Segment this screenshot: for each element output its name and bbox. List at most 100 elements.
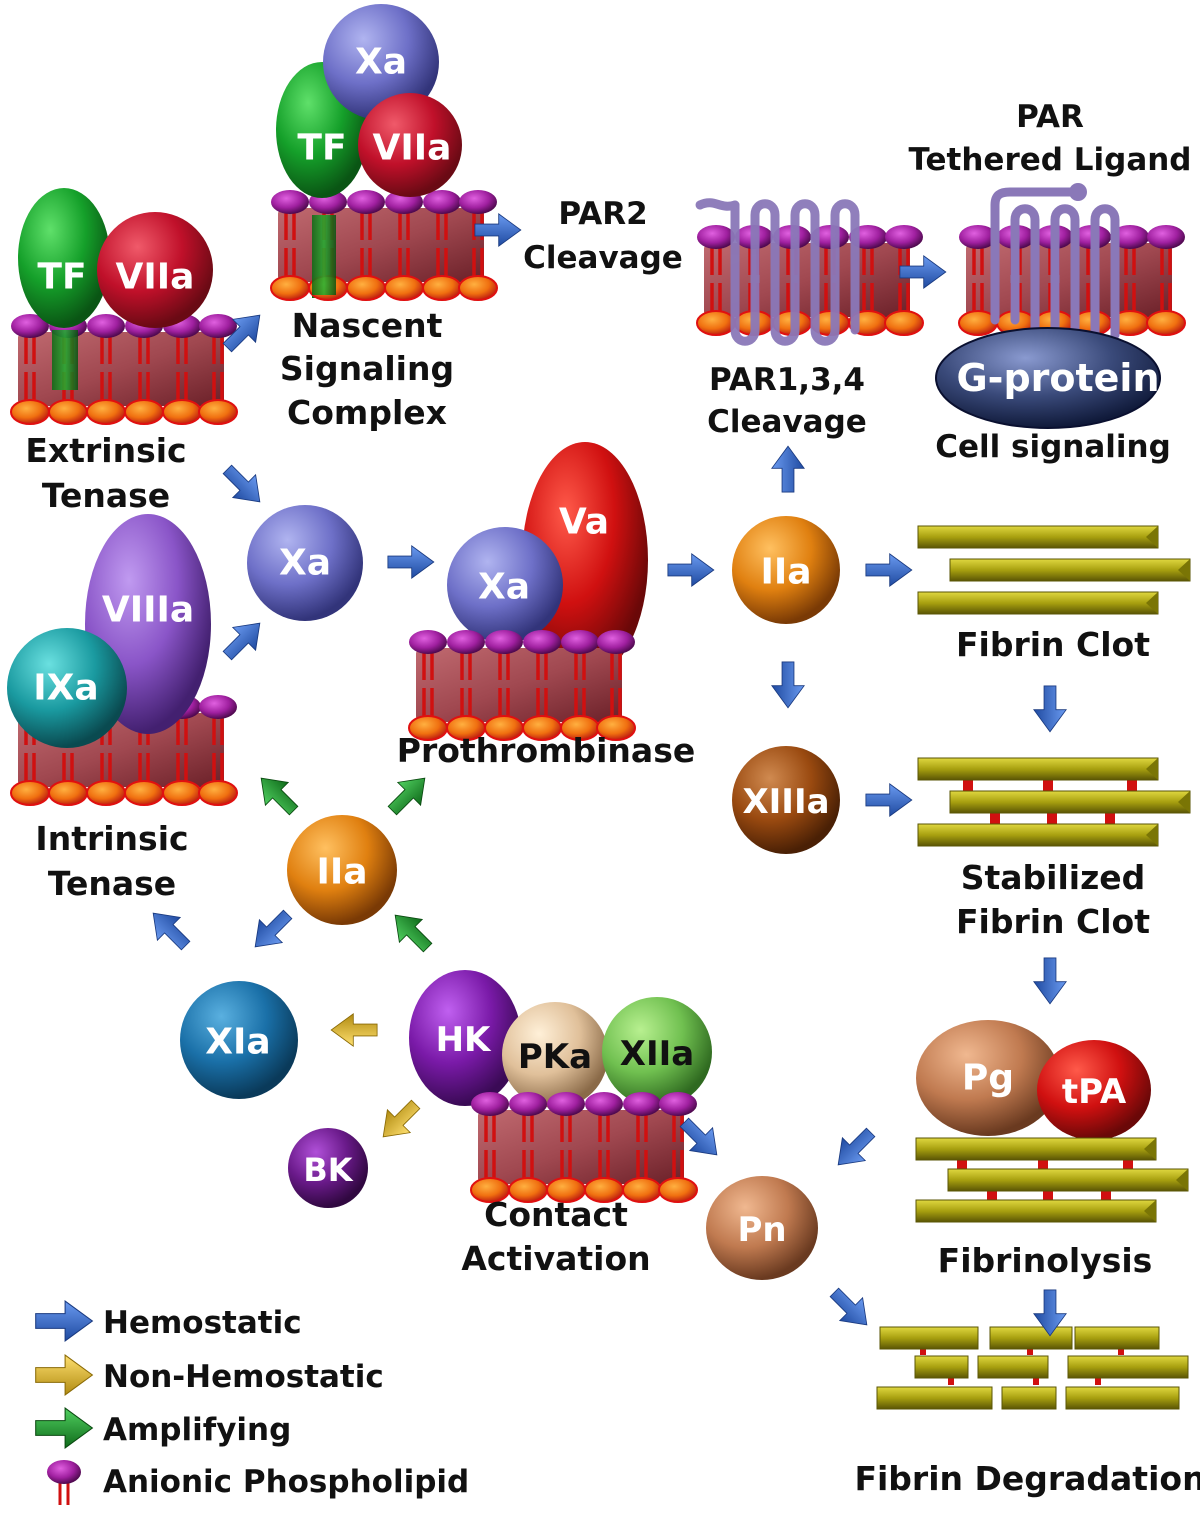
xa-label: Xa	[478, 567, 530, 608]
ixa-molecule	[7, 628, 127, 748]
contact-label-line2: Activation	[461, 1239, 650, 1278]
xiia-label: XIIa	[620, 1034, 694, 1074]
cell-signaling-label: Cell signaling	[935, 429, 1171, 465]
iia-label: IIa	[316, 852, 367, 893]
arrow-fibrin-to-stabilized	[1033, 685, 1067, 733]
tf-molecule	[18, 188, 110, 328]
arrow-intrinsic-to-xa	[215, 611, 272, 668]
intrinsic-tenase-complex: VIIIa IXa Intrinsic Tenase	[7, 514, 239, 903]
arrow-xa-to-prothrombinase	[387, 545, 435, 579]
arrow-iia-to-fibrin	[865, 553, 913, 587]
xia-molecule	[180, 981, 298, 1099]
pn-label: Pn	[737, 1210, 786, 1250]
xa-label: Xa	[279, 543, 331, 584]
xiia-molecule	[602, 997, 712, 1107]
par2-label: PAR2	[558, 196, 647, 232]
legend-item-anionic-phospholipid: Anionic Phospholipid	[47, 1460, 469, 1505]
membrane-icon	[407, 628, 637, 742]
par134-cleavage-label: Cleavage	[707, 404, 867, 440]
tethered-ligand-label: Tethered Ligand	[908, 142, 1191, 178]
par-helix-icon	[990, 187, 1120, 350]
legend-item-non-hemostatic: Non-Hemostatic	[35, 1354, 384, 1396]
xa-molecule	[247, 505, 363, 621]
contact-activation-complex: HK PKa XIIa Contact Activation	[409, 970, 712, 1278]
hk-molecule	[409, 970, 521, 1106]
xiiia-molecule	[732, 746, 840, 854]
extrinsic-tenase-complex: TF VIIa Extrinsic Tenase	[9, 188, 239, 515]
arrow-iia-to-xia	[243, 902, 300, 959]
viia-molecule	[97, 212, 213, 328]
tf-label: TF	[37, 257, 86, 298]
iia-label: IIa	[760, 552, 811, 593]
membrane-icon	[9, 312, 239, 426]
svg-text:Amplifying: Amplifying	[103, 1412, 291, 1448]
arrow-xiiia-to-stabilized	[865, 783, 913, 817]
extrinsic-label-line1: Extrinsic	[25, 431, 186, 470]
xa-molecule	[447, 527, 563, 643]
arrow-contact-to-xia	[330, 1013, 378, 1047]
xa-label: Xa	[355, 42, 407, 83]
arrow-iia-to-intrinsic	[249, 766, 306, 823]
stabilized-label-line1: Stabilized	[961, 858, 1146, 897]
non-hemostatic-arrow-icon	[35, 1354, 93, 1396]
fibrin-clot-label: Fibrin Clot	[956, 625, 1150, 664]
xiiia-label: XIIIa	[742, 782, 829, 822]
prothrombinase-label: Prothrombinase	[397, 731, 695, 770]
viia-molecule	[358, 93, 462, 197]
arrow-prothrombinase-to-iia	[667, 553, 715, 587]
g-protein-label: G-protein	[956, 356, 1159, 400]
arrow-iia-to-prothrombinase	[380, 766, 437, 823]
prothrombinase-complex: Va Xa Prothrombinase	[397, 442, 695, 770]
fibrinolysis-complex: Pg tPA	[915, 1020, 1189, 1223]
svg-text:Non-Hemostatic: Non-Hemostatic	[103, 1359, 384, 1395]
viia-label: VIIa	[116, 257, 195, 298]
pg-label: Pg	[962, 1058, 1014, 1099]
membrane-icon	[269, 188, 499, 302]
arrow-stabilized-to-fibrinolysis	[1033, 957, 1067, 1005]
legend-item-hemostatic: Hemostatic	[35, 1300, 302, 1342]
fibrinolysis-label: Fibrinolysis	[938, 1241, 1153, 1280]
pka-label: PKa	[518, 1037, 592, 1077]
pn-molecule	[706, 1176, 818, 1280]
intrinsic-label-line2: Tenase	[48, 864, 176, 903]
ixa-label: IXa	[33, 668, 98, 709]
par-receptor-cleaved	[695, 198, 925, 346]
va-label: Va	[559, 502, 609, 543]
extrinsic-label-line2: Tenase	[42, 476, 170, 515]
phospholipid-icon	[47, 1460, 81, 1505]
tf-label: TF	[297, 128, 346, 169]
tpa-molecule	[1037, 1040, 1151, 1140]
stabilized-label-line2: Fibrin Clot	[956, 902, 1150, 941]
par-helix-icon	[695, 198, 860, 346]
arrow-extrinsic-to-xa	[215, 457, 272, 514]
fibrin-degradation	[876, 1326, 1189, 1410]
arrow-contact-to-bk	[371, 1092, 428, 1149]
tpa-label: tPA	[1062, 1072, 1127, 1112]
iia-molecule	[732, 516, 840, 624]
svg-text:Anionic Phospholipid: Anionic Phospholipid	[103, 1464, 469, 1500]
legend: Hemostatic Non-Hemostatic Amplifying Ani…	[35, 1300, 469, 1505]
nascent-label-line1: Nascent	[292, 306, 443, 345]
iia-molecule	[287, 815, 397, 925]
par134-label: PAR1,3,4	[709, 362, 865, 398]
amplifying-arrow-icon	[35, 1407, 93, 1449]
intrinsic-label-line1: Intrinsic	[35, 819, 188, 858]
bk-molecule	[288, 1128, 368, 1208]
xa-molecule	[323, 4, 439, 120]
contact-label-line1: Contact	[484, 1195, 628, 1234]
hk-label: HK	[436, 1020, 492, 1060]
fibrin-degradation-label: Fibrin Degradation	[854, 1459, 1200, 1498]
par-receptor-tethered	[957, 183, 1187, 350]
pka-molecule	[502, 1002, 608, 1108]
par-label: PAR	[1016, 99, 1084, 135]
pg-molecule	[916, 1020, 1060, 1136]
svg-text:Hemostatic: Hemostatic	[103, 1305, 302, 1341]
nascent-label-line2: Signaling	[280, 349, 454, 388]
xia-label: XIa	[205, 1022, 270, 1063]
arrow-pn-to-degradation	[822, 1280, 879, 1337]
viiia-label: VIIIa	[102, 590, 194, 631]
viia-label: VIIa	[373, 128, 452, 169]
arrow-iia-to-par	[771, 445, 805, 493]
nascent-label-line3: Complex	[287, 393, 447, 432]
